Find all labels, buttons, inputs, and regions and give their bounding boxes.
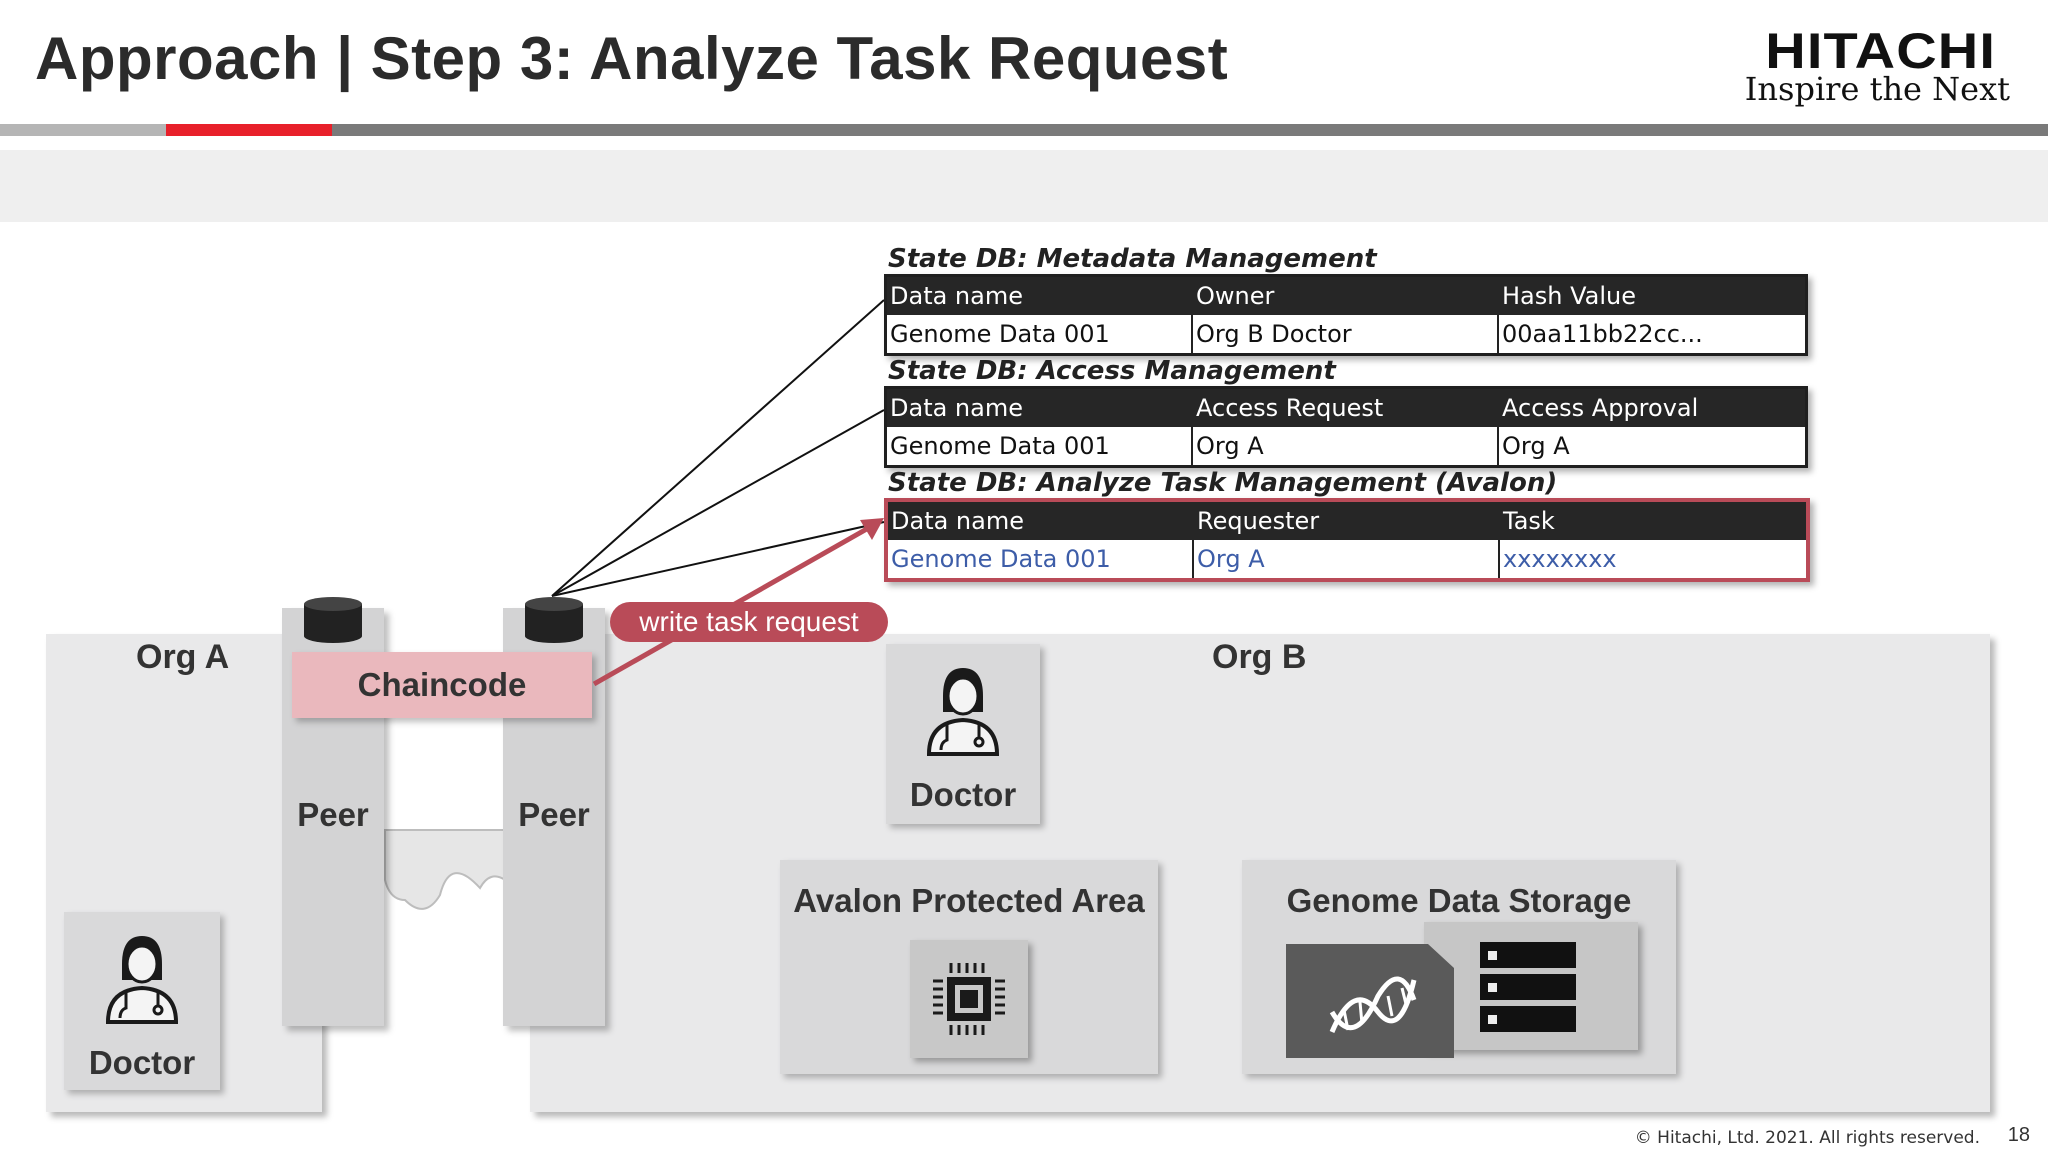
table-header-row: Data name Access Request Access Approval	[887, 389, 1805, 427]
access-table: Data name Access Request Access Approval…	[884, 386, 1808, 468]
peer-left-label: Peer	[297, 796, 369, 833]
table-title-metadata: State DB: Metadata Management	[888, 244, 1377, 274]
server-tile	[1424, 922, 1638, 1050]
table-cell: Org A	[1502, 432, 1570, 460]
table-cell: 00aa11bb22cc...	[1502, 320, 1703, 348]
genome-storage-label: Genome Data Storage	[1286, 882, 1632, 919]
table-cell: Genome Data 001	[888, 540, 1194, 578]
dna-icon	[1286, 944, 1454, 1058]
table-cell: Org A	[1193, 427, 1499, 465]
table-cell: Genome Data 001	[887, 427, 1193, 465]
avalon-area-label: Avalon Protected Area	[793, 882, 1145, 919]
doctor-a-card: Doctor	[64, 912, 220, 1090]
table-cell: Org A	[1194, 540, 1500, 578]
table-row: Genome Data 001 Org B Doctor 00aa11bb22c…	[887, 315, 1805, 353]
metadata-table: Data name Owner Hash Value Genome Data 0…	[884, 274, 1808, 356]
subtitle-band	[0, 150, 2048, 222]
table-cell: xxxxxxxx	[1503, 545, 1617, 573]
write-task-request-label: write task request	[610, 602, 888, 642]
page-title: Approach | Step 3: Analyze Task Request	[35, 25, 1229, 92]
table-row: Genome Data 001 Org A Org A	[887, 427, 1805, 465]
table-header-row: Data name Requester Task	[888, 502, 1806, 540]
header-cell: Data name	[890, 394, 1023, 422]
header-bar-accent	[166, 124, 332, 136]
org-b-label: Org B	[1212, 638, 1307, 676]
header-bar-segment	[0, 124, 166, 136]
header-cell: Owner	[1196, 282, 1275, 310]
doctor-a-label: Doctor	[88, 1044, 196, 1081]
header-cell: Requester	[1197, 507, 1320, 535]
header-cell: Hash Value	[1502, 282, 1637, 310]
header-cell: Task	[1503, 507, 1555, 535]
chip-tile	[910, 940, 1028, 1058]
table-header-row: Data name Owner Hash Value	[887, 277, 1805, 315]
table-cell: Org B Doctor	[1193, 315, 1499, 353]
network-cloud-icon	[384, 829, 506, 910]
header-bar-segment	[332, 124, 2048, 136]
table-title-task: State DB: Analyze Task Management (Avalo…	[888, 468, 1558, 498]
peer-right-label: Peer	[518, 796, 590, 833]
page-number: 18	[2007, 1124, 2030, 1146]
header-cell: Data name	[890, 282, 1023, 310]
table-title-access: State DB: Access Management	[888, 356, 1336, 386]
avalon-protected-area: Avalon Protected Area	[780, 860, 1158, 1074]
doctor-icon	[105, 936, 179, 1024]
logo-tagline: Inspire the Next	[1744, 70, 2010, 108]
table-row: Genome Data 001 Org A xxxxxxxx	[888, 540, 1806, 578]
doctor-b-label: Doctor	[909, 776, 1017, 813]
database-icon	[304, 597, 362, 643]
copyright: © Hitachi, Ltd. 2021. All rights reserve…	[1634, 1128, 1980, 1148]
database-icon	[525, 597, 583, 643]
chip-icon	[933, 963, 1005, 1035]
task-table: Data name Requester Task Genome Data 001…	[884, 498, 1810, 582]
header-cell: Access Approval	[1502, 394, 1699, 422]
doctor-b-card: Doctor	[886, 644, 1040, 824]
server-icon	[1480, 942, 1576, 1032]
doctor-icon	[926, 668, 1000, 756]
header-cell: Data name	[891, 507, 1024, 535]
chaincode-box: Chaincode	[292, 652, 592, 718]
table-cell: Genome Data 001	[887, 315, 1193, 353]
org-a-label: Org A	[136, 638, 230, 676]
header-cell: Access Request	[1196, 394, 1384, 422]
hitachi-logo: HITACHI	[1765, 23, 1996, 79]
genome-data-storage: Genome Data Storage	[1242, 860, 1676, 1074]
